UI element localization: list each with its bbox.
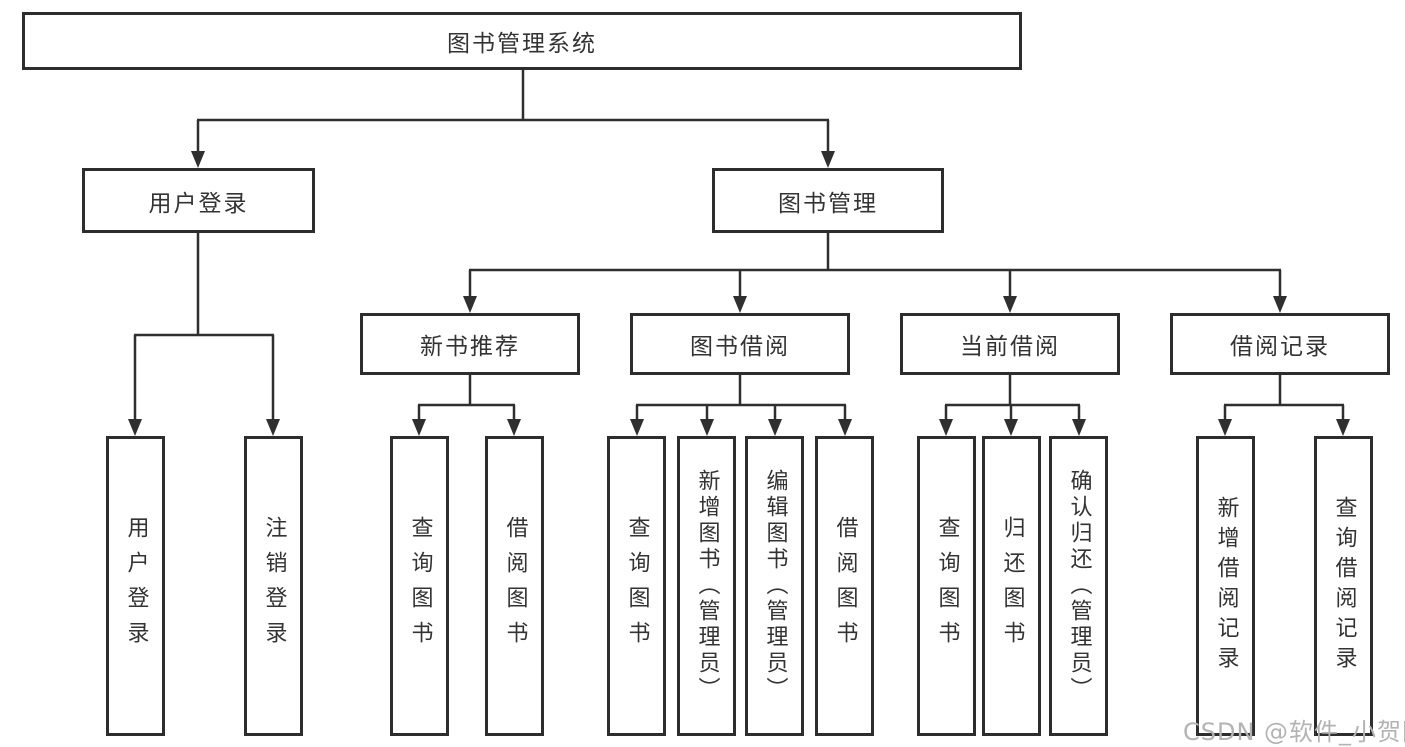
node-user-login: 用户登录	[82, 168, 315, 233]
leaf-borrow-books-borrowing: 借阅图书	[815, 436, 874, 736]
node-library-management-system: 图书管理系统	[22, 12, 1022, 70]
node-label: 新增图书（管理员）	[694, 469, 720, 703]
connector-user-login-to-leaves	[128, 233, 280, 436]
node-label: 借阅图书	[832, 516, 858, 656]
node-label: 查询图书	[624, 516, 650, 656]
leaf-add-book-admin: 新增图书（管理员）	[677, 436, 736, 736]
node-book-management: 图书管理	[712, 168, 944, 233]
connector-root-to-level1	[191, 68, 835, 168]
node-current-borrowing: 当前借阅	[900, 313, 1120, 375]
leaf-query-books-current: 查询图书	[917, 436, 976, 736]
node-borrowing-records: 借阅记录	[1170, 313, 1390, 375]
node-label: 查询图书	[407, 516, 433, 656]
node-label: 新增借阅记录	[1213, 496, 1239, 676]
node-label: 当前借阅	[960, 334, 1060, 360]
node-book-borrowing: 图书借阅	[630, 313, 850, 375]
node-label: 图书借阅	[690, 334, 790, 360]
node-label: 查询图书	[934, 516, 960, 656]
node-label: 查询借阅记录	[1331, 496, 1357, 676]
leaf-logout: 注销登录	[244, 436, 303, 736]
leaf-query-books-recommend: 查询图书	[390, 436, 449, 736]
csdn-watermark: CSDN @软件_小贺同学	[1183, 718, 1405, 746]
leaf-return-books: 归还图书	[982, 436, 1041, 736]
leaf-query-borrow-record: 查询借阅记录	[1314, 436, 1373, 736]
node-label: 用户登录	[148, 190, 249, 217]
leaf-confirm-return-admin: 确认归还（管理员）	[1049, 436, 1108, 736]
node-label: 图书管理	[778, 190, 878, 217]
connector-new-book-to-leaves	[412, 375, 521, 436]
leaf-query-books-borrowing: 查询图书	[607, 436, 666, 736]
node-label: 新书推荐	[420, 334, 520, 360]
node-label: 注销登录	[261, 516, 287, 656]
leaf-edit-book-admin: 编辑图书（管理员）	[745, 436, 804, 736]
node-label: 归还图书	[999, 516, 1025, 656]
node-label: 用户登录	[123, 516, 149, 656]
node-label: 借阅图书	[502, 516, 528, 656]
connector-borrowing-records-to-leaves	[1218, 375, 1350, 436]
connector-book-management-to-level2	[463, 233, 1287, 313]
node-label: 图书管理系统	[447, 31, 597, 57]
leaf-add-borrow-record: 新增借阅记录	[1196, 436, 1255, 736]
connector-book-borrowing-to-leaves	[630, 375, 852, 436]
node-label: 编辑图书（管理员）	[762, 469, 788, 703]
leaf-user-login: 用户登录	[106, 436, 165, 736]
node-new-book-recommendation: 新书推荐	[360, 313, 580, 375]
node-label: 确认归还（管理员）	[1066, 469, 1092, 703]
connector-current-borrowing-to-leaves	[939, 375, 1086, 436]
leaf-borrow-books-recommend: 借阅图书	[485, 436, 544, 736]
node-label: 借阅记录	[1230, 334, 1330, 360]
